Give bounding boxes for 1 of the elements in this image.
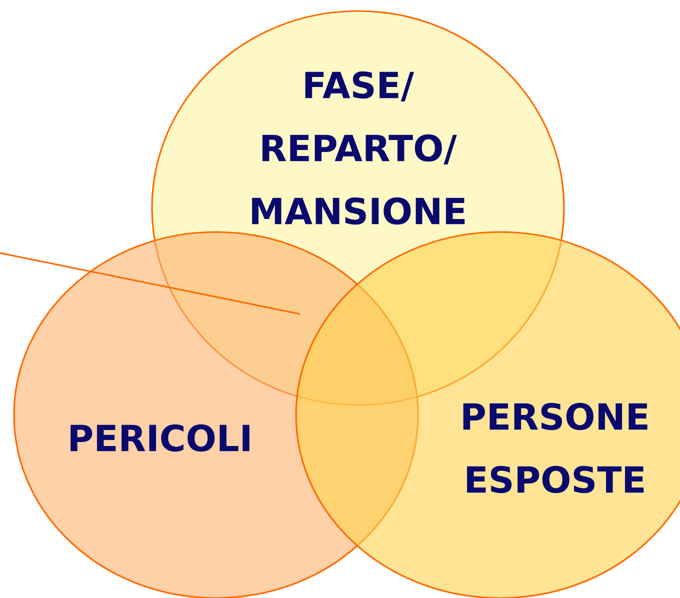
leader-line (0, 252, 300, 315)
